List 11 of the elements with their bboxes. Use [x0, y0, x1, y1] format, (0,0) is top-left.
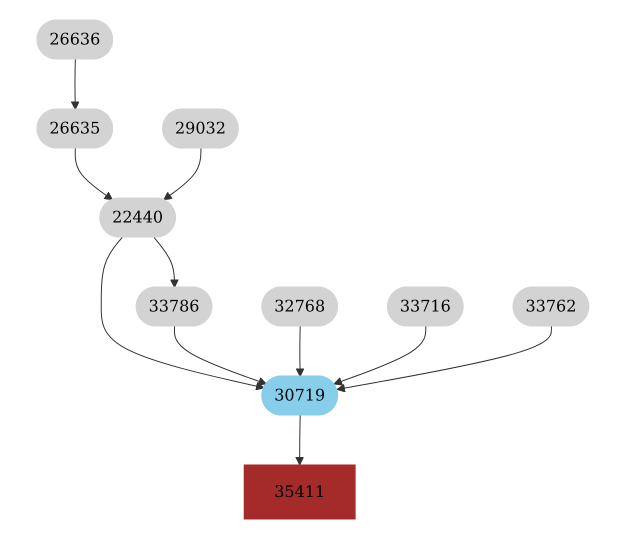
arrow [295, 326, 304, 377]
arrow [74, 148, 113, 200]
arrow [336, 326, 552, 392]
arrow [162, 148, 202, 200]
arrow [153, 237, 178, 288]
arrow [294, 415, 304, 466]
arrow [333, 326, 426, 386]
node-box: 35411 [243, 464, 356, 520]
arrow [100, 237, 264, 390]
arrow [70, 59, 80, 110]
arrow [174, 326, 266, 386]
